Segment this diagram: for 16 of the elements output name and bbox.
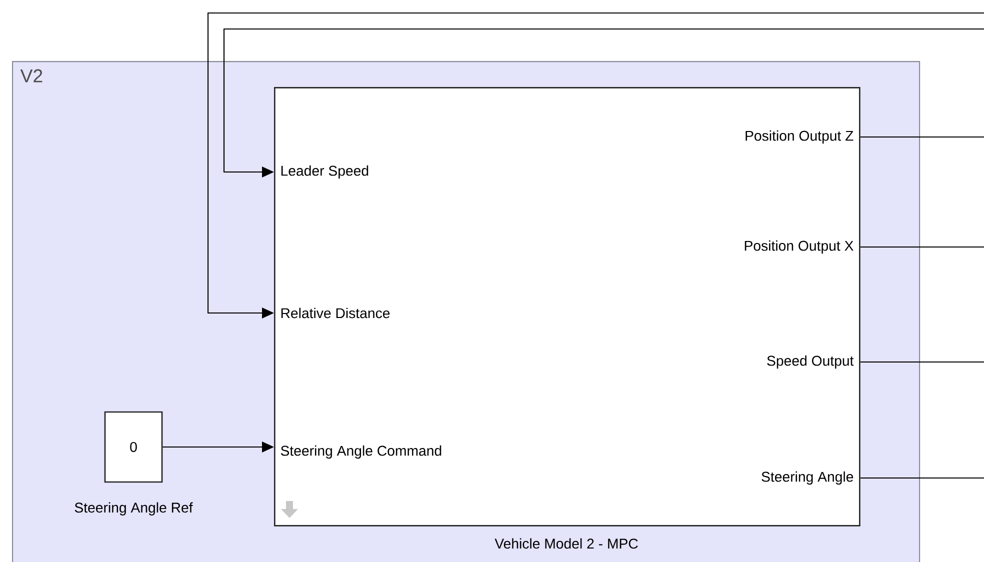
port-label: Position Output Z xyxy=(746,130,854,144)
port-label: Steering Angle xyxy=(762,471,854,485)
signal-line xyxy=(860,246,984,248)
signal-line xyxy=(860,136,984,138)
port-label: Relative Distance xyxy=(281,308,390,318)
signal-line xyxy=(860,477,984,479)
node-label: Steering Angle Ref xyxy=(74,502,193,516)
port-label: Steering Angle Command xyxy=(280,445,442,459)
port-label: Leader Speed xyxy=(281,165,368,179)
signal-line xyxy=(223,28,984,178)
signal-line xyxy=(860,361,984,363)
port-label: Position Output X xyxy=(744,240,854,254)
block-name: Vehicle Model 2 - MPC xyxy=(494,538,638,549)
port-label: Speed Output xyxy=(767,355,854,369)
signal-line xyxy=(207,12,984,318)
constant-block: 0 Steering Angle Ref xyxy=(74,411,193,516)
